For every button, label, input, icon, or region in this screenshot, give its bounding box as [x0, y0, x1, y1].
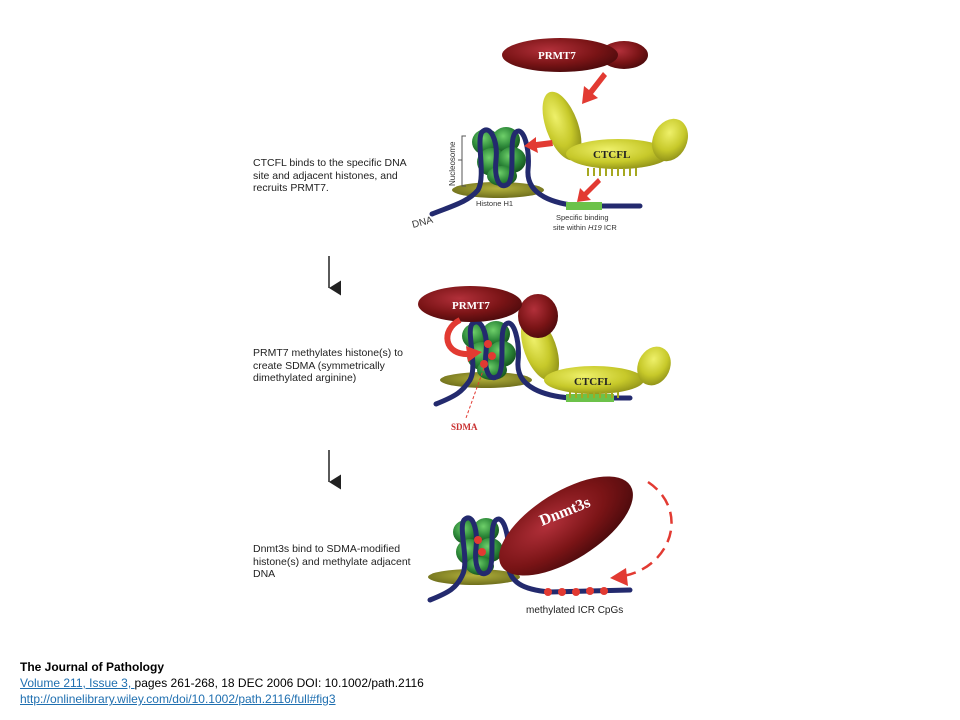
- sdma-pointer: [465, 367, 485, 419]
- dna-strand-1: [429, 127, 643, 217]
- prmt7-1: [502, 38, 648, 72]
- dnmt3s: [499, 476, 633, 576]
- binding-site-label-line2: site within H19 ICR: [553, 223, 617, 232]
- ctcfl-label-1: CTCFL: [593, 149, 630, 161]
- methylation-arrow: [444, 317, 471, 358]
- binding-site-2: [566, 394, 614, 402]
- histone-h1-disc-2: [440, 372, 532, 388]
- histone-h1-disc-3: [428, 569, 520, 585]
- citation-footer: The Journal of Pathology Volume 211, Iss…: [20, 659, 920, 707]
- methylated-cpg-marks: [544, 587, 608, 596]
- binding-site-label-line1: Specific binding: [556, 213, 609, 222]
- caption-panel-3: Dnmt3s bind to SDMA-modified histone(s) …: [253, 543, 411, 580]
- methylated-label: methylated ICR CpGs: [526, 605, 623, 616]
- red-arrows-1: [524, 72, 607, 202]
- caption-panel-2: PRMT7 methylates histone(s) to create SD…: [253, 347, 403, 384]
- citation-line: Volume 211, Issue 3, pages 261-268, 18 D…: [20, 675, 920, 691]
- sdma-marks-2: [480, 340, 496, 368]
- binding-site: [566, 202, 602, 210]
- methylation-arrow-head: [466, 346, 482, 362]
- panel-2: CTCFL PRMT7 SDMA: [418, 286, 671, 432]
- prmt7-2: [418, 286, 558, 338]
- nucleosome-label: Nucleosome: [448, 141, 457, 186]
- dnmt3s-dashed-arrow-head: [610, 568, 628, 586]
- ctcfl-1: [542, 91, 688, 176]
- volume-link[interactable]: Volume 211, Issue 3,: [20, 676, 135, 690]
- journal-title: The Journal of Pathology: [20, 660, 165, 674]
- ctcfl-label-2: CTCFL: [574, 376, 611, 388]
- dna-label: DNA: [411, 215, 435, 231]
- sdma-label: SDMA: [451, 422, 478, 432]
- citation-text: pages 261-268, 18 DEC 2006 DOI: 10.1002/…: [134, 676, 424, 690]
- dna-strand-2: [433, 319, 633, 407]
- sdma-marks-3: [474, 536, 486, 556]
- histone-h1-label: Histone H1: [476, 199, 513, 208]
- article-url-link[interactable]: http://onlinelibrary.wiley.com/doi/10.10…: [20, 692, 336, 706]
- prmt7-label-2: PRMT7: [452, 300, 490, 312]
- nucleosome-bracket: [458, 135, 466, 187]
- panel-1: Nucleosome Histone H1 DNA Specific bindi…: [411, 38, 688, 232]
- caption-panel-1: CTCFL binds to the specific DNA site and…: [253, 157, 407, 194]
- prmt7-label-1: PRMT7: [538, 50, 576, 62]
- ctcfl-2: [520, 315, 671, 398]
- panel-3: Dnmt3s methylated ICR CpGs: [427, 476, 673, 616]
- dnmt3s-dashed-arrow: [623, 480, 673, 578]
